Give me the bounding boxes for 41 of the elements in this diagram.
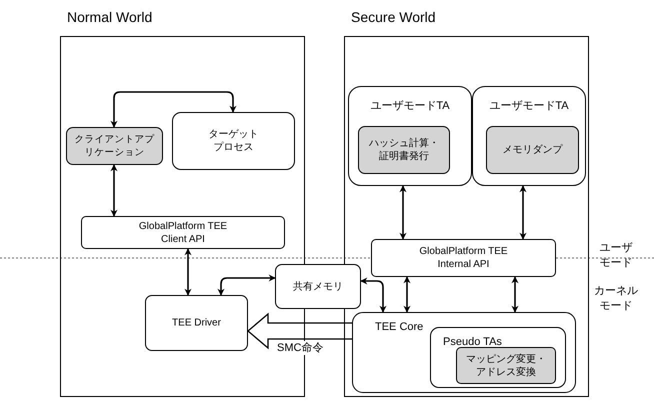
process-box	[66, 127, 163, 165]
arrow	[184, 248, 192, 296]
box-label: メモリダンプ	[502, 144, 564, 156]
ta-box	[472, 86, 586, 186]
ta-heading: ユーザモードTA	[488, 99, 570, 113]
arrow	[520, 185, 526, 240]
arrow	[360, 278, 386, 313]
box-label: TEE Driver	[171, 316, 222, 330]
box-label: ハッシュ計算・証明書発行	[368, 137, 440, 163]
arrow	[404, 276, 410, 313]
function-box	[486, 126, 579, 174]
mode-label: カーネルモード	[593, 284, 639, 314]
process-box	[172, 112, 295, 170]
core-box	[352, 312, 576, 393]
world-heading: Normal World	[67, 9, 152, 25]
api-box	[371, 239, 556, 277]
arrow	[400, 185, 406, 240]
box-label: ターゲットプロセス	[208, 128, 260, 154]
driver-box	[145, 295, 248, 351]
box-label: 共有メモリ	[292, 280, 344, 293]
arrow	[110, 91, 236, 128]
ta-heading: ユーザモードTA	[369, 99, 451, 113]
box-label: クライアントアプリケーション	[74, 133, 154, 159]
arrow	[512, 276, 518, 313]
hollow-arrow	[247, 312, 353, 350]
function-box	[456, 347, 556, 384]
module-box	[430, 327, 566, 388]
edge-label: SMC命令	[276, 341, 324, 355]
memory-box	[275, 264, 361, 309]
world-heading: Secure World	[351, 9, 436, 25]
ta-box	[348, 86, 472, 186]
box-label: マッピング変更・アドレス変換	[465, 352, 547, 378]
box-label: GlobalPlatform TEE Internal API	[418, 245, 509, 271]
function-box	[358, 126, 450, 174]
arrow	[110, 164, 118, 217]
box-heading: TEE Core	[375, 320, 424, 334]
box-label: GlobalPlatform TEE Client API	[138, 220, 228, 246]
arrow	[218, 274, 276, 296]
box-heading: Pseudo TAs	[443, 335, 502, 349]
api-box	[81, 216, 285, 249]
mode-label: ユーザモード	[598, 241, 634, 271]
